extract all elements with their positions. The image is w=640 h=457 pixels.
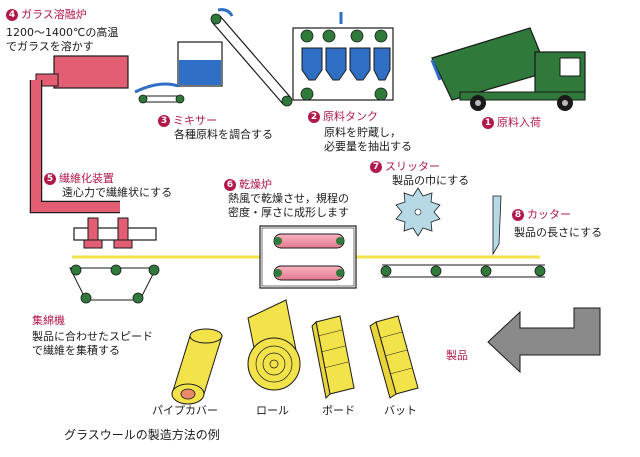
product-batt <box>369 315 419 399</box>
step-badge: 4 <box>6 9 18 21</box>
step-badge: 7 <box>370 161 382 173</box>
step-2-desc-2: 必要量を抽出する <box>324 140 412 153</box>
step-4-desc-2: でガラスを溶かす <box>6 40 94 53</box>
step-8-desc-1: 製品の長さにする <box>514 226 603 239</box>
step-badge: 2 <box>308 111 320 123</box>
incline-conveyor <box>210 8 293 107</box>
cutter-blade <box>492 195 502 256</box>
fiberizer <box>73 217 157 249</box>
step-title: 原料入荷 <box>497 116 541 129</box>
step-badge: 5 <box>44 173 56 185</box>
step-4-title: 4 ガラス溶融炉 <box>6 8 87 22</box>
step-5-desc-1: 遠心力で繊維状にする <box>62 186 173 199</box>
step-4-desc-1: 1200〜1400℃の高温 <box>6 26 119 39</box>
products-label: 製品 <box>446 349 468 363</box>
step-title: ガラス溶融炉 <box>21 8 87 21</box>
step-title: カッター <box>527 208 571 221</box>
collector-conveyor <box>69 264 160 304</box>
step-2-desc-1: 原料を貯蔵し， <box>324 126 401 139</box>
slitter-blade <box>395 187 441 237</box>
diagram-caption: グラスウールの製造方法の例 <box>64 428 220 442</box>
collector-title: 集綿機 <box>32 314 65 328</box>
step-title: ミキサー <box>173 114 217 127</box>
step-8-title: 8 カッター <box>512 208 571 222</box>
step-6-title: 6 乾燥炉 <box>224 178 272 192</box>
products-label-text: 製品 <box>446 349 468 362</box>
product-name-roll: ロール <box>256 404 289 417</box>
step-title: スリッター <box>385 160 440 173</box>
truck-chassis <box>459 91 586 101</box>
mixer <box>134 41 223 104</box>
furnace-body <box>53 55 129 89</box>
product-name-board: ボード <box>322 404 355 417</box>
collector-desc-1: 製品に合わせたスピード <box>32 330 153 343</box>
step-3-desc-1: 各種原料を調合する <box>174 128 273 141</box>
truck-bed <box>431 27 549 101</box>
tank-frame <box>292 27 394 101</box>
step-7-desc-1: 製品の巾にする <box>392 174 470 187</box>
product-board <box>311 315 355 400</box>
collector-desc-2: で繊維を集積する <box>32 344 120 357</box>
step-title: 乾燥炉 <box>239 178 272 191</box>
step-5-title: 5 繊維化装置 <box>44 172 114 186</box>
glass-furnace <box>29 55 129 214</box>
production-conveyor <box>380 264 546 278</box>
step-6-desc-1: 熱風で乾燥させ，規程の <box>228 192 349 205</box>
truck-window <box>559 57 581 77</box>
truck <box>430 27 586 111</box>
step-1-title: 1 原料入荷 <box>482 116 541 130</box>
raw-material-tanks <box>292 12 394 101</box>
step-badge: 1 <box>482 117 494 129</box>
product-name-batt: バット <box>384 404 417 417</box>
step-badge: 3 <box>158 115 170 127</box>
step-badge: 6 <box>224 179 236 191</box>
drying-oven <box>259 225 357 289</box>
product-roll <box>247 299 301 391</box>
step-6-desc-2: 密度・厚さに成形します <box>228 206 349 219</box>
step-badge: 8 <box>512 209 524 221</box>
collector-title-text: 集綿機 <box>32 314 65 327</box>
product-pipe-cover <box>171 328 223 405</box>
step-3-title: 3 ミキサー <box>158 114 217 128</box>
step-7-title: 7 スリッター <box>370 160 440 174</box>
step-title: 繊維化装置 <box>59 172 114 185</box>
material-stream <box>430 59 442 81</box>
step-title: 原料タンク <box>323 110 378 123</box>
products-arrow <box>487 307 601 374</box>
product-name-pipe-cover: パイプカバー <box>152 404 218 417</box>
step-2-title: 2 原料タンク <box>308 110 378 124</box>
